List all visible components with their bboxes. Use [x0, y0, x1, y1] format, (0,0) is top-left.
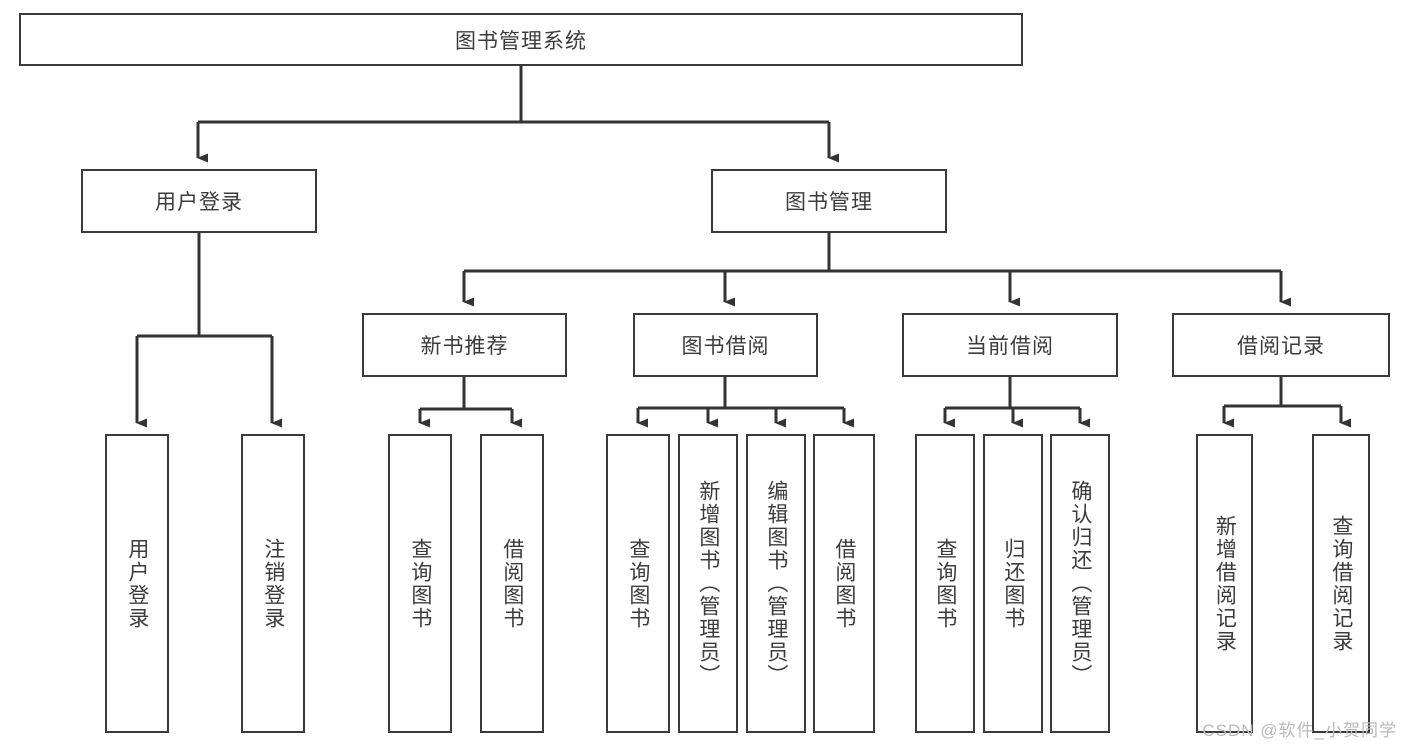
node-leaf-8[interactable]: 查询图书	[915, 434, 975, 733]
node-level2-1[interactable]: 图书借阅	[633, 313, 818, 377]
node-leaf-7[interactable]: 借阅图书	[813, 434, 875, 733]
node-leaf-2[interactable]: 查询图书	[388, 434, 452, 733]
node-root[interactable]: 图书管理系统	[19, 13, 1023, 66]
node-leaf-12[interactable]: 查询借阅记录	[1312, 434, 1370, 733]
node-leaf-10[interactable]: 确认归还（管理员）	[1050, 434, 1110, 733]
node-leaf-5[interactable]: 新增图书（管理员）	[678, 434, 738, 733]
node-leaf-4[interactable]: 查询图书	[606, 434, 670, 733]
node-level2-2[interactable]: 当前借阅	[902, 313, 1118, 377]
node-level1-1[interactable]: 图书管理	[711, 169, 947, 233]
node-level2-3[interactable]: 借阅记录	[1172, 313, 1390, 377]
node-leaf-9[interactable]: 归还图书	[983, 434, 1043, 733]
node-leaf-6[interactable]: 编辑图书（管理员）	[746, 434, 806, 733]
node-level1-0[interactable]: 用户登录	[81, 169, 317, 233]
node-leaf-1[interactable]: 注销登录	[241, 434, 305, 733]
node-leaf-3[interactable]: 借阅图书	[480, 434, 544, 733]
node-level2-0[interactable]: 新书推荐	[362, 313, 567, 377]
node-leaf-0[interactable]: 用户登录	[105, 434, 169, 733]
node-leaf-11[interactable]: 新增借阅记录	[1196, 434, 1253, 733]
